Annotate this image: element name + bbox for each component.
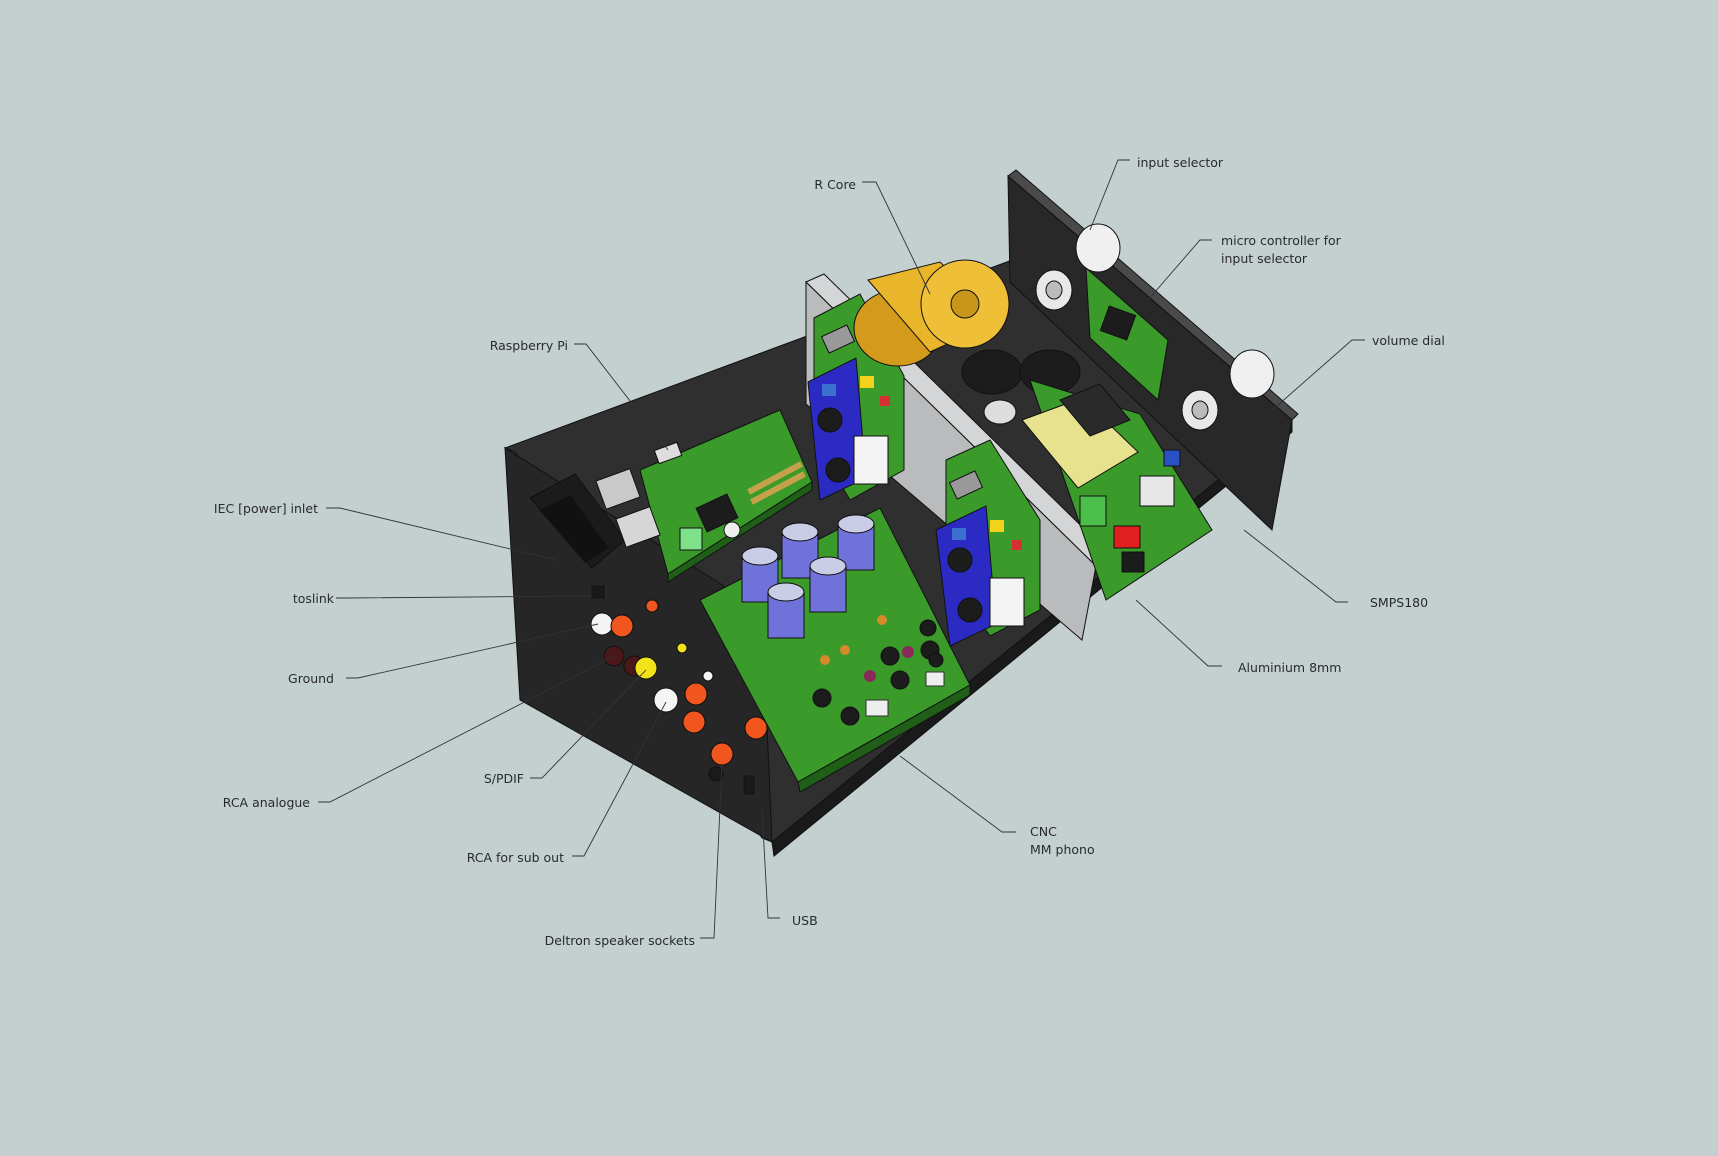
label-input-selector: input selector	[1137, 155, 1224, 170]
filter-capacitors	[741, 514, 875, 639]
r-core-transformer	[853, 259, 1081, 425]
label-micro-controller-1: micro controller for	[1221, 233, 1342, 248]
label-deltron: Deltron speaker sockets	[545, 933, 695, 948]
back-wall-top	[1007, 169, 1299, 421]
label-volume-dial: volume dial	[1372, 333, 1445, 348]
label-rca-analogue: RCA analogue	[223, 795, 311, 810]
rca-analogue-left	[610, 614, 634, 638]
label-iec-inlet: IEC [power] inlet	[214, 501, 318, 516]
spdif-socket	[634, 656, 658, 680]
label-aluminium: Aluminium 8mm	[1238, 660, 1341, 675]
label-toslink: toslink	[293, 591, 335, 606]
label-cnc-2: MM phono	[1030, 842, 1095, 857]
leader-lines	[318, 159, 1365, 939]
front-panel-connectors	[590, 585, 768, 795]
label-smps180: SMPS180	[1370, 595, 1428, 610]
rca-sub-out	[653, 687, 679, 713]
label-cnc-1: CNC	[1030, 824, 1057, 839]
toslink-port	[591, 585, 605, 599]
labels: input selector R Core micro controller f…	[214, 155, 1445, 948]
label-ground: Ground	[288, 671, 334, 686]
amplifier-module-lower	[935, 439, 1041, 647]
mm-phono-board	[699, 507, 971, 793]
raspberry-pi-board	[595, 409, 813, 583]
label-raspberry-pi: Raspberry Pi	[490, 338, 568, 353]
label-rca-sub-out: RCA for sub out	[467, 850, 564, 865]
ground-post	[590, 612, 614, 636]
usb-port	[743, 775, 755, 795]
smps180-board	[1021, 379, 1213, 601]
back-panel-controls	[1035, 223, 1275, 431]
label-micro-controller-2: input selector	[1221, 251, 1308, 266]
label-usb: USB	[792, 913, 818, 928]
label-spdif: S/PDIF	[484, 771, 524, 786]
label-r-core: R Core	[814, 177, 856, 192]
